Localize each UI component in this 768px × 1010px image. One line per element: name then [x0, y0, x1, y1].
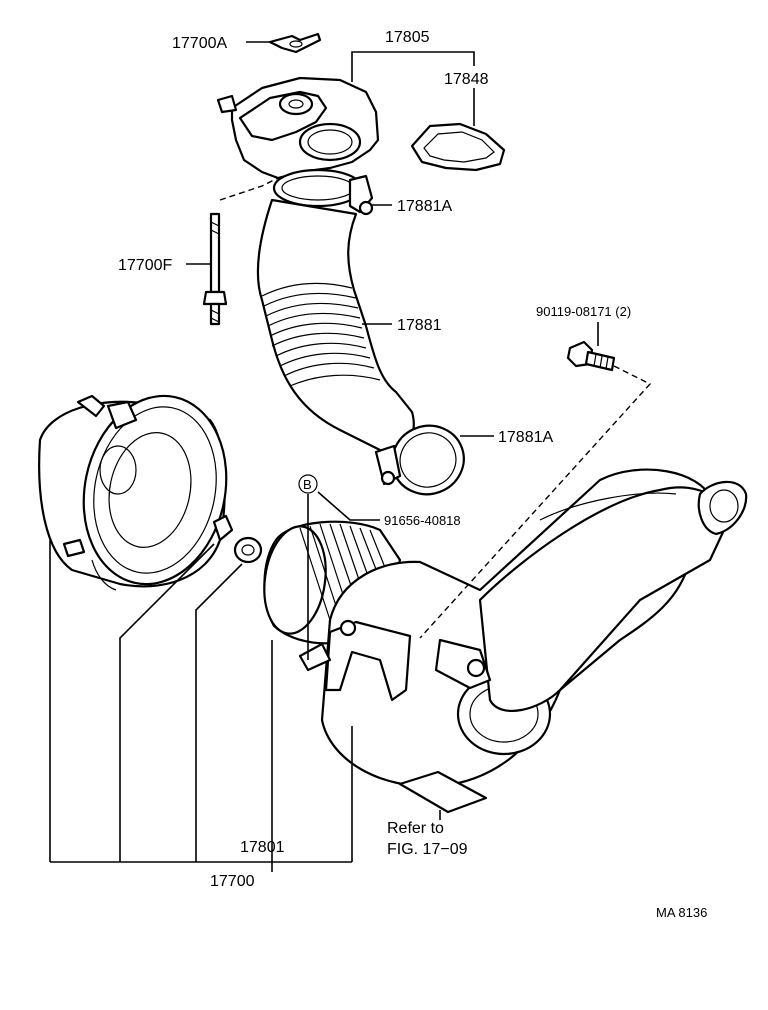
label-17805: 17805 — [385, 29, 430, 46]
label-17801: 17801 — [240, 839, 285, 856]
label-fig-ref: FIG. 17−09 — [387, 841, 468, 858]
label-17881A-top: 17881A — [397, 198, 452, 215]
leader-lines — [49, 41, 652, 872]
reference-plate — [398, 770, 488, 814]
bolt-part — [566, 340, 616, 372]
label-17700A: 17700A — [172, 35, 227, 52]
label-refer-to: Refer to — [387, 820, 444, 837]
label-17848: 17848 — [444, 71, 489, 88]
wing-nut-part — [268, 32, 322, 54]
upper-clamp-part — [272, 168, 374, 216]
intake-hose-part — [256, 198, 415, 453]
air-cleaner-case-part — [298, 468, 748, 788]
diagram-id: MA 8136 — [656, 905, 707, 920]
label-91656-40818: 91656-40818 — [384, 513, 461, 528]
lower-clamp-part — [374, 424, 465, 496]
marker-b-circle — [298, 474, 318, 494]
label-17700F: 17700F — [118, 257, 172, 274]
intake-cap-part — [216, 76, 380, 180]
label-17881A-bottom: 17881A — [498, 429, 553, 446]
gasket-part — [410, 122, 506, 172]
grommet-part — [233, 536, 263, 564]
label-17700: 17700 — [210, 873, 255, 890]
label-17881: 17881 — [397, 317, 442, 334]
label-90119-08171: 90119-08171 (2) — [536, 304, 631, 319]
marker-b-letter: B — [303, 477, 312, 492]
air-cleaner-cap-part — [38, 394, 234, 591]
stud-bolt-part — [202, 212, 228, 326]
